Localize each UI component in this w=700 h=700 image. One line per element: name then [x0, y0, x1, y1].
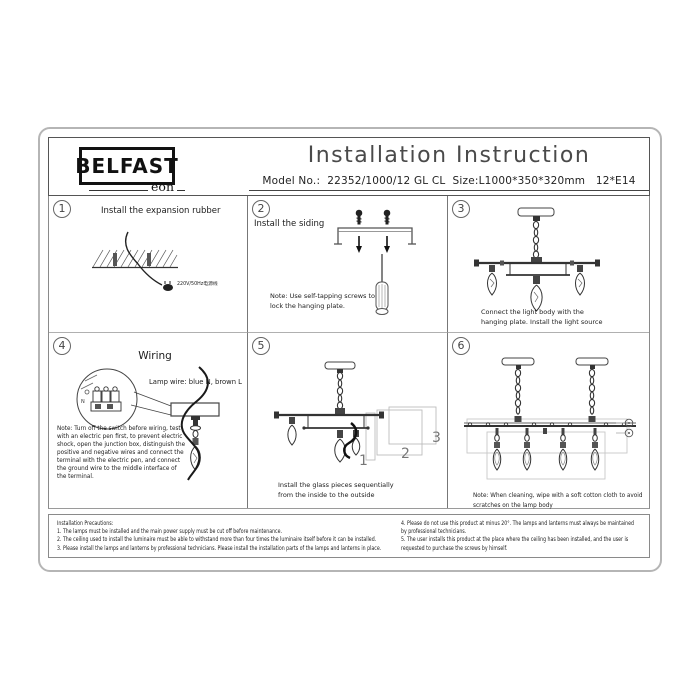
- glass-piece-label-2: 2: [401, 446, 410, 462]
- step-number-badge: 3: [452, 200, 470, 218]
- step2-note-line: lock the hanging plate.: [270, 301, 345, 310]
- step3-note-line: hanging plate. Install the light source: [481, 317, 603, 326]
- step4-note-line: the terminal.: [57, 473, 94, 480]
- step4-note-line: terminal with the electric pen, and conn…: [57, 457, 181, 464]
- precaution-item: 2. The ceiling used to install the lumin…: [57, 536, 377, 544]
- step5-note-line: Install the glass pieces sequentially: [278, 481, 394, 489]
- outer-border-frame: [38, 127, 662, 572]
- step3-note-line: Connect the light body with the: [481, 308, 584, 316]
- step2-note-line: Note: Use self-tapping screws to: [270, 292, 376, 300]
- step-number-badge: 6: [452, 337, 470, 355]
- panel-step-5: 5 1 2 3 Install the glass pieces sequent…: [248, 333, 448, 508]
- step-number-badge: 2: [252, 200, 270, 218]
- wiring-diagram: N: [76, 366, 220, 481]
- step4-title: Wiring: [138, 350, 172, 362]
- precautions-box: Installation Precautions: 1. The lamps m…: [48, 514, 650, 558]
- terminal-n-label: N: [81, 399, 85, 405]
- step4-note-line: shock, open the junction box, distinguis…: [57, 441, 186, 448]
- panel-step-3: 3 Connect the light body with the hangin…: [448, 196, 649, 333]
- panel-step-1: 1 Install the expansion rubber 220V/50Hz…: [49, 196, 248, 333]
- step2-title: Install the siding: [254, 219, 325, 229]
- brand-sub-row: eon: [89, 179, 185, 194]
- power-cord-label: 220V/50Hz电源线: [177, 282, 218, 287]
- model-size-line: Model No.: 22352/1000/12 GL CL Size:L100…: [249, 175, 649, 191]
- precaution-item: requested to purchase the screws by hims…: [401, 544, 508, 552]
- step4-note-line: positive and negative wires and connect …: [57, 449, 184, 456]
- precautions-left-column: Installation Precautions: 1. The lamps m…: [57, 520, 402, 553]
- brand-name: BELFAST: [75, 154, 179, 178]
- panel-step-6: 6 Note: When cleaning, wipe with a soft …: [448, 333, 649, 509]
- expansion-rubber-diagram: [92, 231, 178, 291]
- step-number-badge: 5: [252, 337, 270, 355]
- step4-note-line: the ground wire to the middle interface …: [57, 465, 177, 472]
- precaution-item: 3. Please install the lamps and lanterns…: [57, 544, 382, 552]
- glass-piece-label-3: 3: [432, 430, 441, 446]
- lamp-wire-label: Lamp wire: blue N, brown L: [149, 378, 242, 386]
- precaution-item: by professional technicians.: [401, 528, 467, 536]
- finished-lamp-diagram: [464, 357, 636, 480]
- precautions-right-column: 4. Please do not use this product at min…: [401, 520, 647, 553]
- header: BELFAST eon Installation Instruction Mod…: [48, 137, 650, 196]
- glass-piece-label-1: 1: [359, 453, 368, 469]
- precautions-title: Installation Precautions:: [57, 520, 114, 527]
- logo-underline-end: [177, 189, 185, 191]
- precaution-item: 4. Please do not use this product at min…: [401, 520, 634, 527]
- step4-note-line: with an electric pen first, to prevent e…: [57, 433, 183, 440]
- precaution-item: 1. The lamps must be installed and the m…: [57, 528, 282, 536]
- step1-caption: Install the expansion rubber: [101, 206, 221, 216]
- step6-note-line: scratches on the lamp body: [473, 500, 553, 509]
- step6-note-line: Note: When cleaning, wipe with a soft co…: [473, 491, 643, 499]
- steps-grid: 1 Install the expansion rubber 220V/50Hz…: [48, 196, 650, 509]
- glass-installation-diagram: [274, 361, 437, 463]
- step4-note-line: Note: Turn off the switch before wiring,…: [57, 425, 181, 432]
- step5-note-line: from the inside to the outside: [278, 490, 375, 499]
- precaution-item: 5. The user installs this product at the…: [401, 536, 629, 544]
- step-number-badge: 4: [53, 337, 71, 355]
- logo-underline: [89, 189, 149, 191]
- panel-step-4: 4 Wiring Lamp wire: blue N, brown L Note…: [49, 333, 248, 508]
- panel-step-2: 2 Install the siding Note: Use self-tapp…: [248, 196, 448, 333]
- brand-logo: BELFAST: [75, 147, 178, 185]
- page-title: Installation Instruction: [307, 143, 591, 168]
- step-number-badge: 1: [53, 200, 71, 218]
- hanging-plate-diagram: [334, 209, 416, 315]
- brand-sub-name: eon: [151, 179, 174, 194]
- light-body-diagram: [474, 207, 600, 312]
